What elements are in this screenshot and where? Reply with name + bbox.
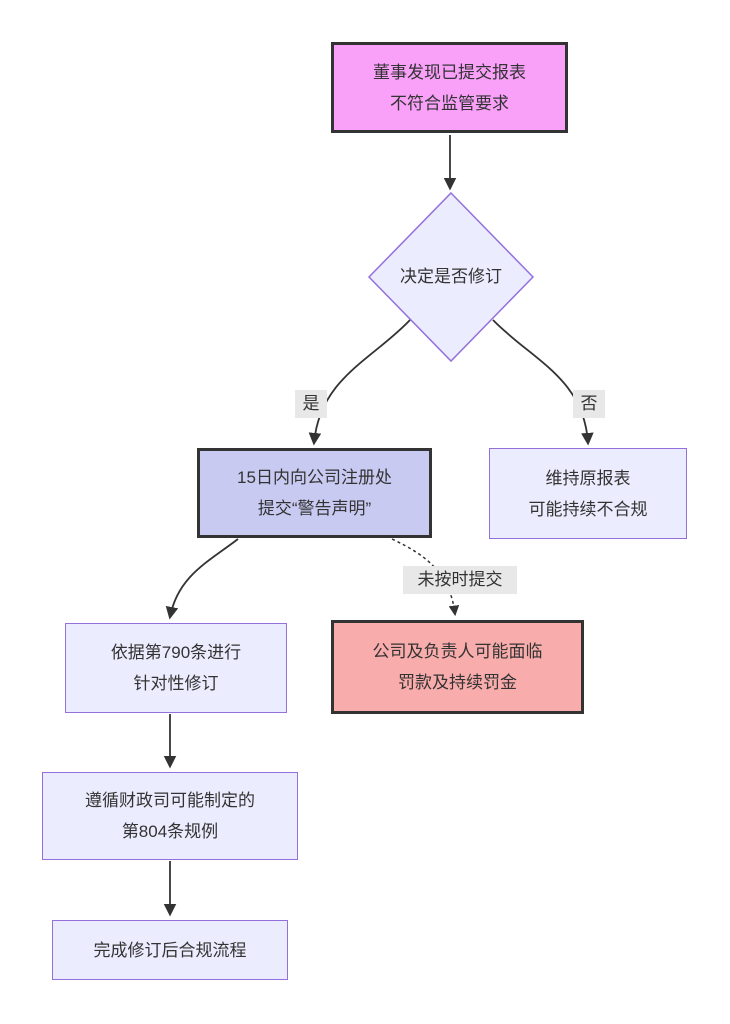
- node-text-line: 15日内向公司注册处: [237, 468, 392, 487]
- edge-label-yes: 是: [295, 390, 327, 418]
- node-text-line: 公司及负责人可能面临: [372, 642, 543, 661]
- node-text-line: 可能持续不合规: [528, 499, 648, 519]
- edge-decision-maintain: [492, 319, 594, 446]
- node-text-line: 维持原报表: [545, 468, 631, 488]
- node-maintain-original-report: 维持原报表 可能持续不合规: [489, 448, 687, 539]
- node-follow-section-804-regulation: 遵循财政司可能制定的 第804条规例: [42, 772, 298, 860]
- node-text-line: 罚款及持续罚金: [398, 673, 517, 692]
- edge-label-no: 否: [573, 390, 605, 418]
- node-text-line: 不符合监管要求: [390, 93, 509, 113]
- node-text-line: 完成修订后合规流程: [93, 940, 247, 960]
- node-penalty-fines: 公司及负责人可能面临 罚款及持续罚金: [331, 620, 584, 714]
- node-text-line: 提交“警告声明”: [257, 499, 372, 518]
- node-revise-per-section-790: 依据第790条进行 针对性修订: [65, 623, 287, 713]
- edge-label-late-submission: 未按时提交: [403, 566, 517, 594]
- node-start-noncompliant-report: 董事发现已提交报表 不符合监管要求: [331, 42, 568, 133]
- node-text-line: 董事发现已提交报表: [373, 62, 526, 82]
- node-text-line: 第804条规例: [121, 822, 219, 841]
- edge-submit-revise: [165, 538, 239, 620]
- edge-submit-penalty-dotted: [391, 538, 460, 617]
- decision-diamond-shape: [367, 191, 535, 363]
- node-decision-revise-or-not: 决定是否修订: [369, 263, 533, 291]
- edge-decision-submit: [308, 319, 411, 446]
- node-text-line: 决定是否修订: [400, 267, 502, 286]
- node-text-line: 针对性修订: [133, 674, 219, 693]
- node-text-line: 遵循财政司可能制定的: [85, 791, 255, 810]
- node-text-line: 依据第790条进行: [110, 643, 242, 662]
- node-complete-compliance-process: 完成修订后合规流程: [52, 920, 288, 980]
- node-submit-warning-statement: 15日内向公司注册处 提交“警告声明”: [197, 448, 432, 538]
